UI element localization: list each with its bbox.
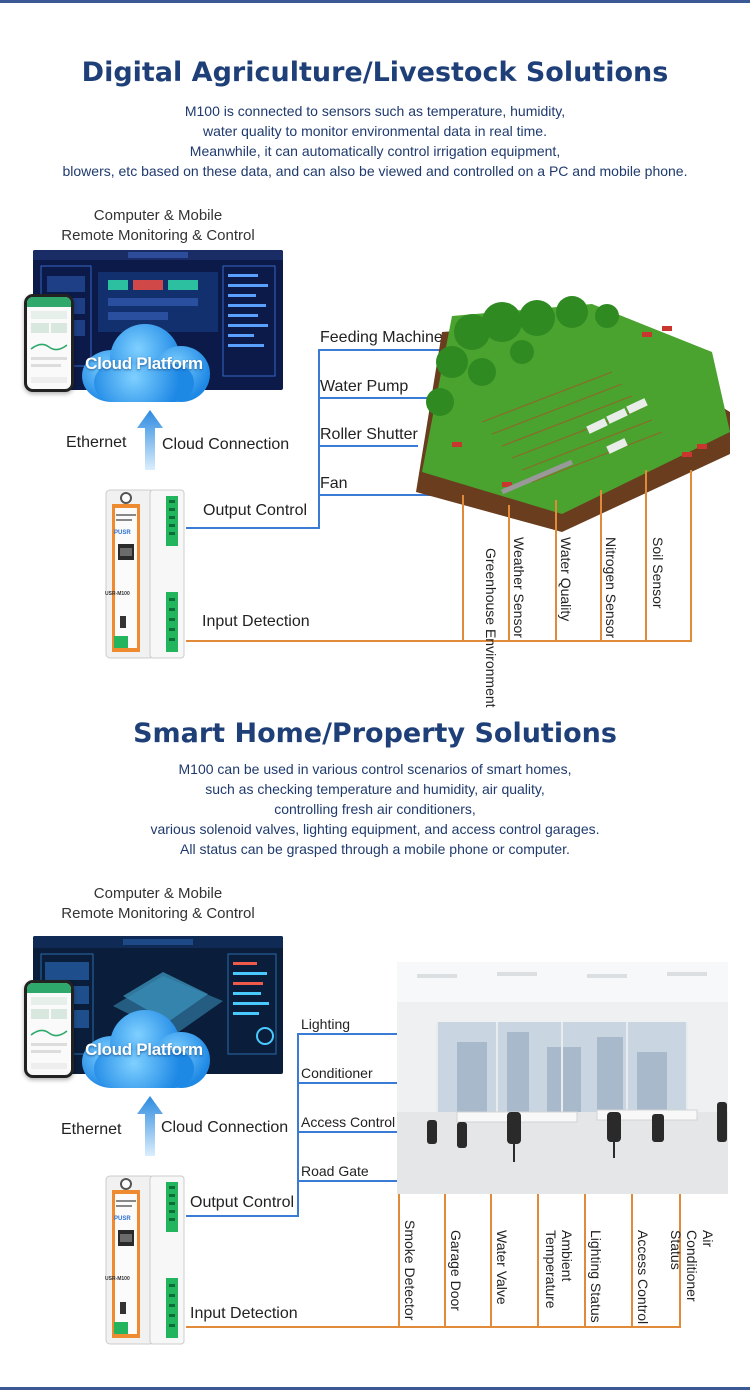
agri-input-water-quality: Water Quality (558, 537, 574, 622)
home-output-bus (297, 1033, 299, 1217)
agri-output-line (318, 494, 456, 496)
home-cloud-platform: Cloud Platform (74, 1006, 214, 1090)
agri-input-line (690, 470, 692, 641)
home-input-lighting-status: Lighting Status (588, 1230, 604, 1323)
agri-desc-line: water quality to monitor environmental d… (203, 123, 547, 139)
agri-input-line (508, 505, 510, 641)
agri-input-bus (186, 640, 692, 642)
home-input-line (584, 1194, 586, 1327)
home-output-line (297, 1180, 399, 1182)
home-desc-line: All status can be grasped through a mobi… (180, 841, 570, 857)
home-output-lighting: Lighting (301, 1016, 351, 1032)
top-border (0, 0, 750, 3)
home-input-line (679, 1194, 681, 1327)
agri-ethernet-label: Ethernet (66, 434, 127, 451)
home-m100-device (105, 1175, 185, 1345)
agri-desc-line: Meanwhile, it can automatically control … (189, 143, 561, 159)
agri-input-soil: Soil Sensor (650, 537, 666, 609)
agri-output-line (186, 527, 320, 529)
agri-output-water-pump: Water Pump (320, 378, 409, 395)
agri-desc-line: M100 is connected to sensors such as tem… (184, 103, 566, 119)
home-input-ambient-temperature: Ambient Temperature (543, 1230, 575, 1309)
agri-desc-line: blowers, etc based on these data, and ca… (62, 163, 688, 179)
home-input-line (398, 1194, 400, 1327)
agri-device-brand: PUSR (114, 530, 131, 536)
home-input-detection-label: Input Detection (190, 1305, 298, 1322)
agri-output-line (318, 397, 436, 399)
agri-output-roller-shutter: Roller Shutter (320, 426, 418, 443)
agri-input-nitrogen: Nitrogen Sensor (603, 537, 619, 639)
agri-cloud-platform: Cloud Platform (74, 320, 214, 404)
agri-input-line (645, 470, 647, 641)
home-output-conditioner: Conditioner (301, 1065, 373, 1081)
agri-remote-line: Computer & Mobile (93, 207, 223, 224)
home-output-line (297, 1082, 399, 1084)
home-input-bus (186, 1326, 681, 1328)
agri-input-detection-label: Input Detection (202, 613, 310, 630)
agri-input-greenhouse: Greenhouse Environment (483, 548, 499, 708)
agri-input-line (555, 500, 557, 641)
agri-remote-caption: Computer & Mobile Remote Monitoring & Co… (43, 206, 273, 246)
home-output-control-label: Output Control (190, 1194, 295, 1211)
home-output-line (297, 1033, 399, 1035)
office-scene-image (397, 962, 728, 1194)
home-device-model: USR-M100 (105, 1276, 130, 1282)
home-output-road-gate: Road Gate (301, 1163, 369, 1179)
home-phone (24, 980, 74, 1078)
home-desc-line: various solenoid valves, lighting equipm… (150, 821, 600, 837)
home-input-line (537, 1194, 539, 1327)
farm-scene-image (416, 296, 730, 532)
home-description: M100 can be used in various control scen… (0, 759, 750, 859)
home-input-water-valve: Water Valve (494, 1230, 510, 1305)
home-desc-line: such as checking temperature and humidit… (205, 781, 545, 797)
home-device-brand: PUSR (114, 1216, 131, 1222)
agri-output-line (318, 349, 454, 351)
agri-output-bus (318, 349, 320, 529)
home-desc-line: controlling fresh air conditioners, (274, 801, 476, 817)
cloud-platform-label: Cloud Platform (85, 354, 203, 373)
home-input-smoke-detector: Smoke Detector (402, 1220, 418, 1321)
home-upload-arrow-icon (137, 1096, 163, 1156)
home-output-line (186, 1215, 299, 1217)
agri-description: M100 is connected to sensors such as tem… (0, 101, 750, 181)
home-remote-line: Remote Monitoring & Control (61, 905, 255, 922)
home-input-line (444, 1194, 446, 1327)
agri-remote-line: Remote Monitoring & Control (61, 227, 255, 244)
agri-output-fan: Fan (320, 475, 348, 492)
home-output-access-control: Access Control (301, 1114, 396, 1130)
agri-output-feeding-machine: Feeding Machine (320, 329, 443, 346)
home-remote-line: Computer & Mobile (93, 885, 223, 902)
home-input-line (490, 1194, 492, 1327)
agri-device-model: USR-M100 (105, 591, 130, 597)
home-desc-line: M100 can be used in various control scen… (178, 761, 572, 777)
home-ethernet-label: Ethernet (61, 1121, 122, 1138)
home-cloud-connection-label: Cloud Connection (161, 1119, 289, 1136)
agri-output-line (318, 445, 418, 447)
bottom-border (0, 1387, 750, 1390)
home-remote-caption: Computer & Mobile Remote Monitoring & Co… (43, 884, 273, 924)
home-input-garage-door: Garage Door (448, 1230, 464, 1311)
agri-output-control-label: Output Control (203, 502, 308, 519)
agri-dashboard-screen (33, 250, 283, 390)
home-input-line (631, 1194, 633, 1327)
agri-upload-arrow-icon (137, 410, 163, 470)
home-output-line (297, 1131, 399, 1133)
agri-cloud-connection-label: Cloud Connection (162, 436, 290, 453)
phone-app-icon (27, 297, 71, 383)
home-input-access-control: Access Control (635, 1230, 651, 1325)
home-input-ac-status: Air Conditioner Status (668, 1230, 716, 1302)
agri-input-weather: Weather Sensor (511, 537, 527, 638)
agri-m100-device (105, 489, 185, 659)
home-title: Smart Home/Property Solutions (133, 718, 617, 749)
agri-phone (24, 294, 74, 392)
phone-app-icon (27, 983, 71, 1069)
cloud-platform-label: Cloud Platform (85, 1040, 203, 1059)
agri-input-line (462, 495, 464, 641)
agri-title: Digital Agriculture/Livestock Solutions (81, 57, 669, 88)
agri-input-line (600, 490, 602, 641)
